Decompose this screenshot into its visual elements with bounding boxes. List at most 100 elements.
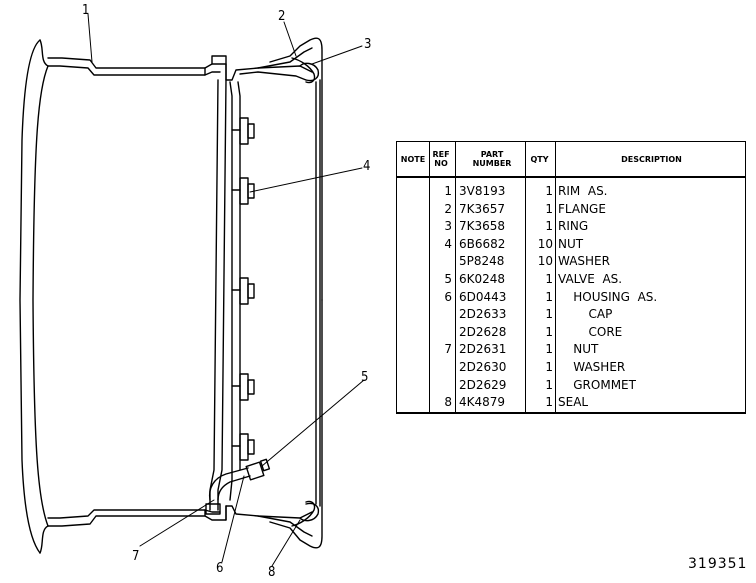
cell-part: 6K0248: [455, 270, 526, 289]
cell-qty: 1: [525, 200, 556, 219]
cell-qty: 1: [525, 288, 556, 307]
cell-part: 7K3657: [455, 200, 526, 219]
cell-part: 4K4879: [455, 394, 526, 414]
cell-note: [396, 288, 430, 307]
cell-description: WASHER: [555, 358, 746, 377]
callout-5: 5: [361, 370, 368, 385]
cell-note: [396, 394, 430, 414]
cell-description: NUT: [555, 235, 746, 254]
callout-4: 4: [363, 159, 370, 174]
cell-note: [396, 177, 430, 201]
cell-part: 2D2629: [455, 376, 526, 395]
cell-description: RING: [555, 218, 746, 236]
cell-qty: 1: [525, 270, 556, 289]
cell-part: 2D2630: [455, 358, 526, 377]
cell-ref: [429, 323, 456, 342]
cell-description: FLANGE: [555, 200, 746, 219]
callout-6: 6: [216, 561, 223, 576]
cell-ref: 7: [429, 341, 456, 359]
cell-note: [396, 270, 430, 289]
cell-ref: 5: [429, 270, 456, 289]
cell-note: [396, 253, 430, 271]
cell-description: HOUSING AS.: [555, 288, 746, 307]
callout-7: 7: [132, 549, 139, 564]
header-description: DESCRIPTION: [555, 141, 746, 178]
cell-note: [396, 218, 430, 236]
parts-list-table: NOTE REF NO PART NUMBER QTY DESCRIPTION …: [396, 141, 746, 414]
cell-description: RIM AS.: [555, 177, 746, 201]
header-ref-no: REF NO: [429, 141, 456, 178]
bottom-flange: [269, 299, 323, 549]
header-part-number: PART NUMBER: [455, 141, 526, 178]
cell-note: [396, 323, 430, 342]
cell-part: 2D2628: [455, 323, 526, 342]
figure-number: 319351: [688, 556, 748, 572]
rim-left-flange: [19, 39, 41, 554]
cell-note: [396, 200, 430, 219]
cell-description: SEAL: [555, 394, 746, 414]
cell-ref: [429, 306, 456, 324]
cell-part: 5P8248: [455, 253, 526, 271]
cell-qty: 1: [525, 376, 556, 395]
cell-note: [396, 358, 430, 377]
callout-8: 8: [268, 565, 275, 580]
cell-note: [396, 306, 430, 324]
cell-part: 2D2633: [455, 306, 526, 324]
cell-ref: [429, 376, 456, 395]
cell-note: [396, 341, 430, 359]
cell-qty: 1: [525, 358, 556, 377]
cell-ref: 2: [429, 200, 456, 219]
cell-ref: 8: [429, 394, 456, 414]
cell-ref: [429, 253, 456, 271]
cell-qty: 1: [525, 177, 556, 201]
rim-disc: [209, 79, 219, 511]
cell-qty: 1: [525, 306, 556, 324]
cell-qty: 10: [525, 235, 556, 254]
top-flange: [269, 37, 323, 301]
cell-description: VALVE AS.: [555, 270, 746, 289]
cell-ref: [429, 358, 456, 377]
cell-part: 2D2631: [455, 341, 526, 359]
cell-qty: 1: [525, 218, 556, 236]
cell-ref: 3: [429, 218, 456, 236]
wheel-nuts: [231, 117, 255, 461]
cell-description: GROMMET: [555, 376, 746, 395]
cell-description: WASHER: [555, 253, 746, 271]
cell-part: 6B6682: [455, 235, 526, 254]
valve-assembly: [205, 458, 271, 515]
leader-lines: [87, 13, 365, 567]
callout-2: 2: [278, 9, 285, 24]
cell-qty: 1: [525, 394, 556, 414]
cell-ref: 6: [429, 288, 456, 307]
callout-3: 3: [364, 37, 371, 52]
top-ring: [299, 62, 320, 82]
cell-part: 7K3658: [455, 218, 526, 236]
cell-qty: 1: [525, 323, 556, 342]
cell-note: [396, 376, 430, 395]
cell-description: CAP: [555, 306, 746, 324]
table-header-row: NOTE REF NO PART NUMBER QTY DESCRIPTION: [396, 141, 746, 178]
header-qty: QTY: [525, 141, 556, 178]
cell-ref: 4: [429, 235, 456, 254]
cell-note: [396, 235, 430, 254]
cell-description: NUT: [555, 341, 746, 359]
cell-part: 6D0443: [455, 288, 526, 307]
cell-part: 3V8193: [455, 177, 526, 201]
cell-description: CORE: [555, 323, 746, 342]
cell-ref: 1: [429, 177, 456, 201]
cell-qty: 10: [525, 253, 556, 271]
